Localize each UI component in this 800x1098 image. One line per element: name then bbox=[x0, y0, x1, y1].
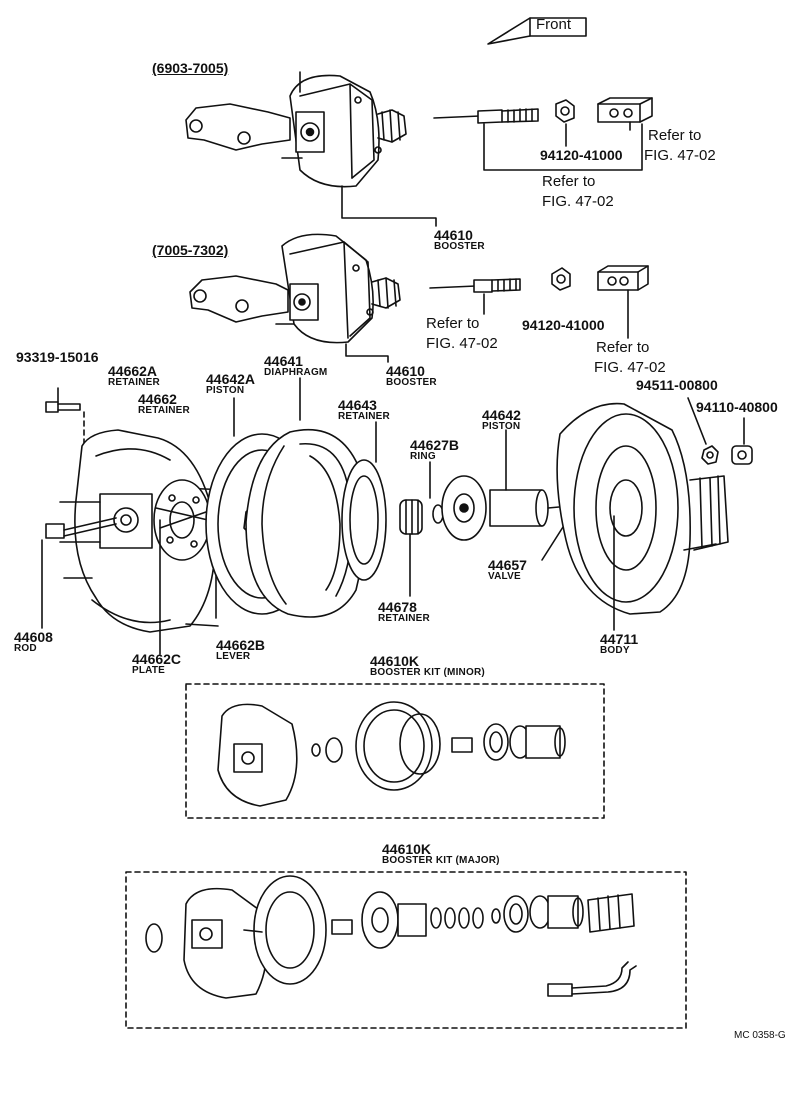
ref-a-line1: Refer to bbox=[648, 127, 702, 144]
part-number-44608: 44608 bbox=[14, 629, 53, 645]
ref-b-line1: Refer to bbox=[542, 173, 596, 190]
booster-late-drawing bbox=[189, 233, 401, 344]
piston-44642-drawing bbox=[441, 475, 549, 541]
major-kit-parts-drawing bbox=[145, 875, 637, 999]
rod-44608-drawing bbox=[45, 517, 117, 539]
kit-minor-number: 44610K bbox=[370, 653, 420, 669]
part-number-44641: 44641 bbox=[264, 353, 303, 369]
part-number-44711: 44711 bbox=[600, 631, 639, 647]
figure-code: MC 0358-G bbox=[734, 1030, 786, 1041]
kit-minor-name: BOOSTER KIT (MINOR) bbox=[370, 667, 485, 678]
range-early: (6903-7005) bbox=[152, 60, 229, 76]
nut-late-drawing bbox=[551, 267, 571, 291]
ref-c-line1: Refer to bbox=[426, 315, 480, 332]
part-number-44662C: 44662C bbox=[132, 651, 182, 667]
range-late: (7005-7302) bbox=[152, 242, 229, 258]
part-number-44662: 44662 bbox=[138, 391, 177, 407]
part-number-44678: 44678 bbox=[378, 599, 417, 615]
front-arrow-icon bbox=[487, 17, 587, 45]
retainer-plate-drawing bbox=[153, 479, 211, 561]
part-number-94110: 94110-40800 bbox=[696, 399, 778, 415]
retainer-44678-drawing bbox=[399, 499, 423, 535]
part-number-44642A: 44642A bbox=[206, 371, 256, 387]
part-number-44627B: 44627B bbox=[410, 437, 460, 453]
part-name-44610-b: BOOSTER bbox=[386, 377, 437, 388]
part-number-44662B: 44662B bbox=[216, 637, 266, 653]
ref-c-line2: FIG. 47-02 bbox=[426, 335, 498, 352]
part-name-44662A: RETAINER bbox=[108, 377, 160, 388]
clevis-early-drawing bbox=[597, 97, 653, 123]
part-number-94511: 94511-00800 bbox=[636, 377, 718, 393]
part-name-44642: PISTON bbox=[482, 421, 521, 432]
part-number-44662A: 44662A bbox=[108, 363, 158, 379]
part-name-44711: BODY bbox=[600, 645, 630, 656]
nut-94511-drawing bbox=[701, 445, 719, 465]
ref-a-line2: FIG. 47-02 bbox=[644, 147, 716, 164]
minor-kit-frame bbox=[185, 683, 605, 819]
part-name-44662B: LEVER bbox=[216, 651, 251, 662]
part-name-44642A: PISTON bbox=[206, 385, 245, 396]
part-name-44643: RETAINER bbox=[338, 411, 390, 422]
kit-major-name: BOOSTER KIT (MAJOR) bbox=[382, 855, 500, 866]
part-name-44627B: RING bbox=[410, 451, 436, 462]
part-name-44641: DIAPHRAGM bbox=[264, 367, 328, 378]
part-name-44657: VALVE bbox=[488, 571, 521, 582]
pushrod-early-drawing bbox=[433, 108, 539, 124]
kit-major-number: 44610K bbox=[382, 841, 432, 857]
clevis-late-drawing bbox=[597, 265, 649, 291]
ref-d-line1: Refer to bbox=[596, 339, 650, 356]
part-number-94120-b: 94120-41000 bbox=[522, 317, 605, 333]
part-name-44662C: PLATE bbox=[132, 665, 166, 676]
part-name-44662: RETAINER bbox=[138, 405, 190, 416]
part-number-94120-a: 94120-41000 bbox=[540, 147, 623, 163]
part-number-44642: 44642 bbox=[482, 407, 521, 423]
booster-early-drawing bbox=[185, 71, 407, 188]
retainer-44643-drawing bbox=[341, 459, 387, 581]
nut-early-drawing bbox=[555, 99, 575, 123]
part-name-44610-a: BOOSTER bbox=[434, 241, 485, 252]
cap-94110-drawing bbox=[731, 445, 753, 465]
part-number-44610-a: 44610 bbox=[434, 227, 473, 243]
minor-kit-parts-drawing bbox=[217, 701, 566, 807]
front-label: Front bbox=[536, 16, 572, 33]
ref-b-line2: FIG. 47-02 bbox=[542, 193, 614, 210]
pushrod-late-drawing bbox=[429, 278, 521, 293]
part-name-44678: RETAINER bbox=[378, 613, 430, 624]
part-name-44608: ROD bbox=[14, 643, 37, 654]
major-kit-frame bbox=[125, 871, 687, 1029]
body-44711-drawing bbox=[556, 402, 729, 615]
diaphragm-drawing bbox=[245, 428, 366, 618]
part-number-44643: 44643 bbox=[338, 397, 377, 413]
part-number-44657: 44657 bbox=[488, 557, 527, 573]
ref-d-line2: FIG. 47-02 bbox=[594, 359, 666, 376]
part-number-93319: 93319-15016 bbox=[16, 349, 99, 365]
part-number-44610-b: 44610 bbox=[386, 363, 425, 379]
bolt-93319-drawing bbox=[45, 387, 81, 413]
